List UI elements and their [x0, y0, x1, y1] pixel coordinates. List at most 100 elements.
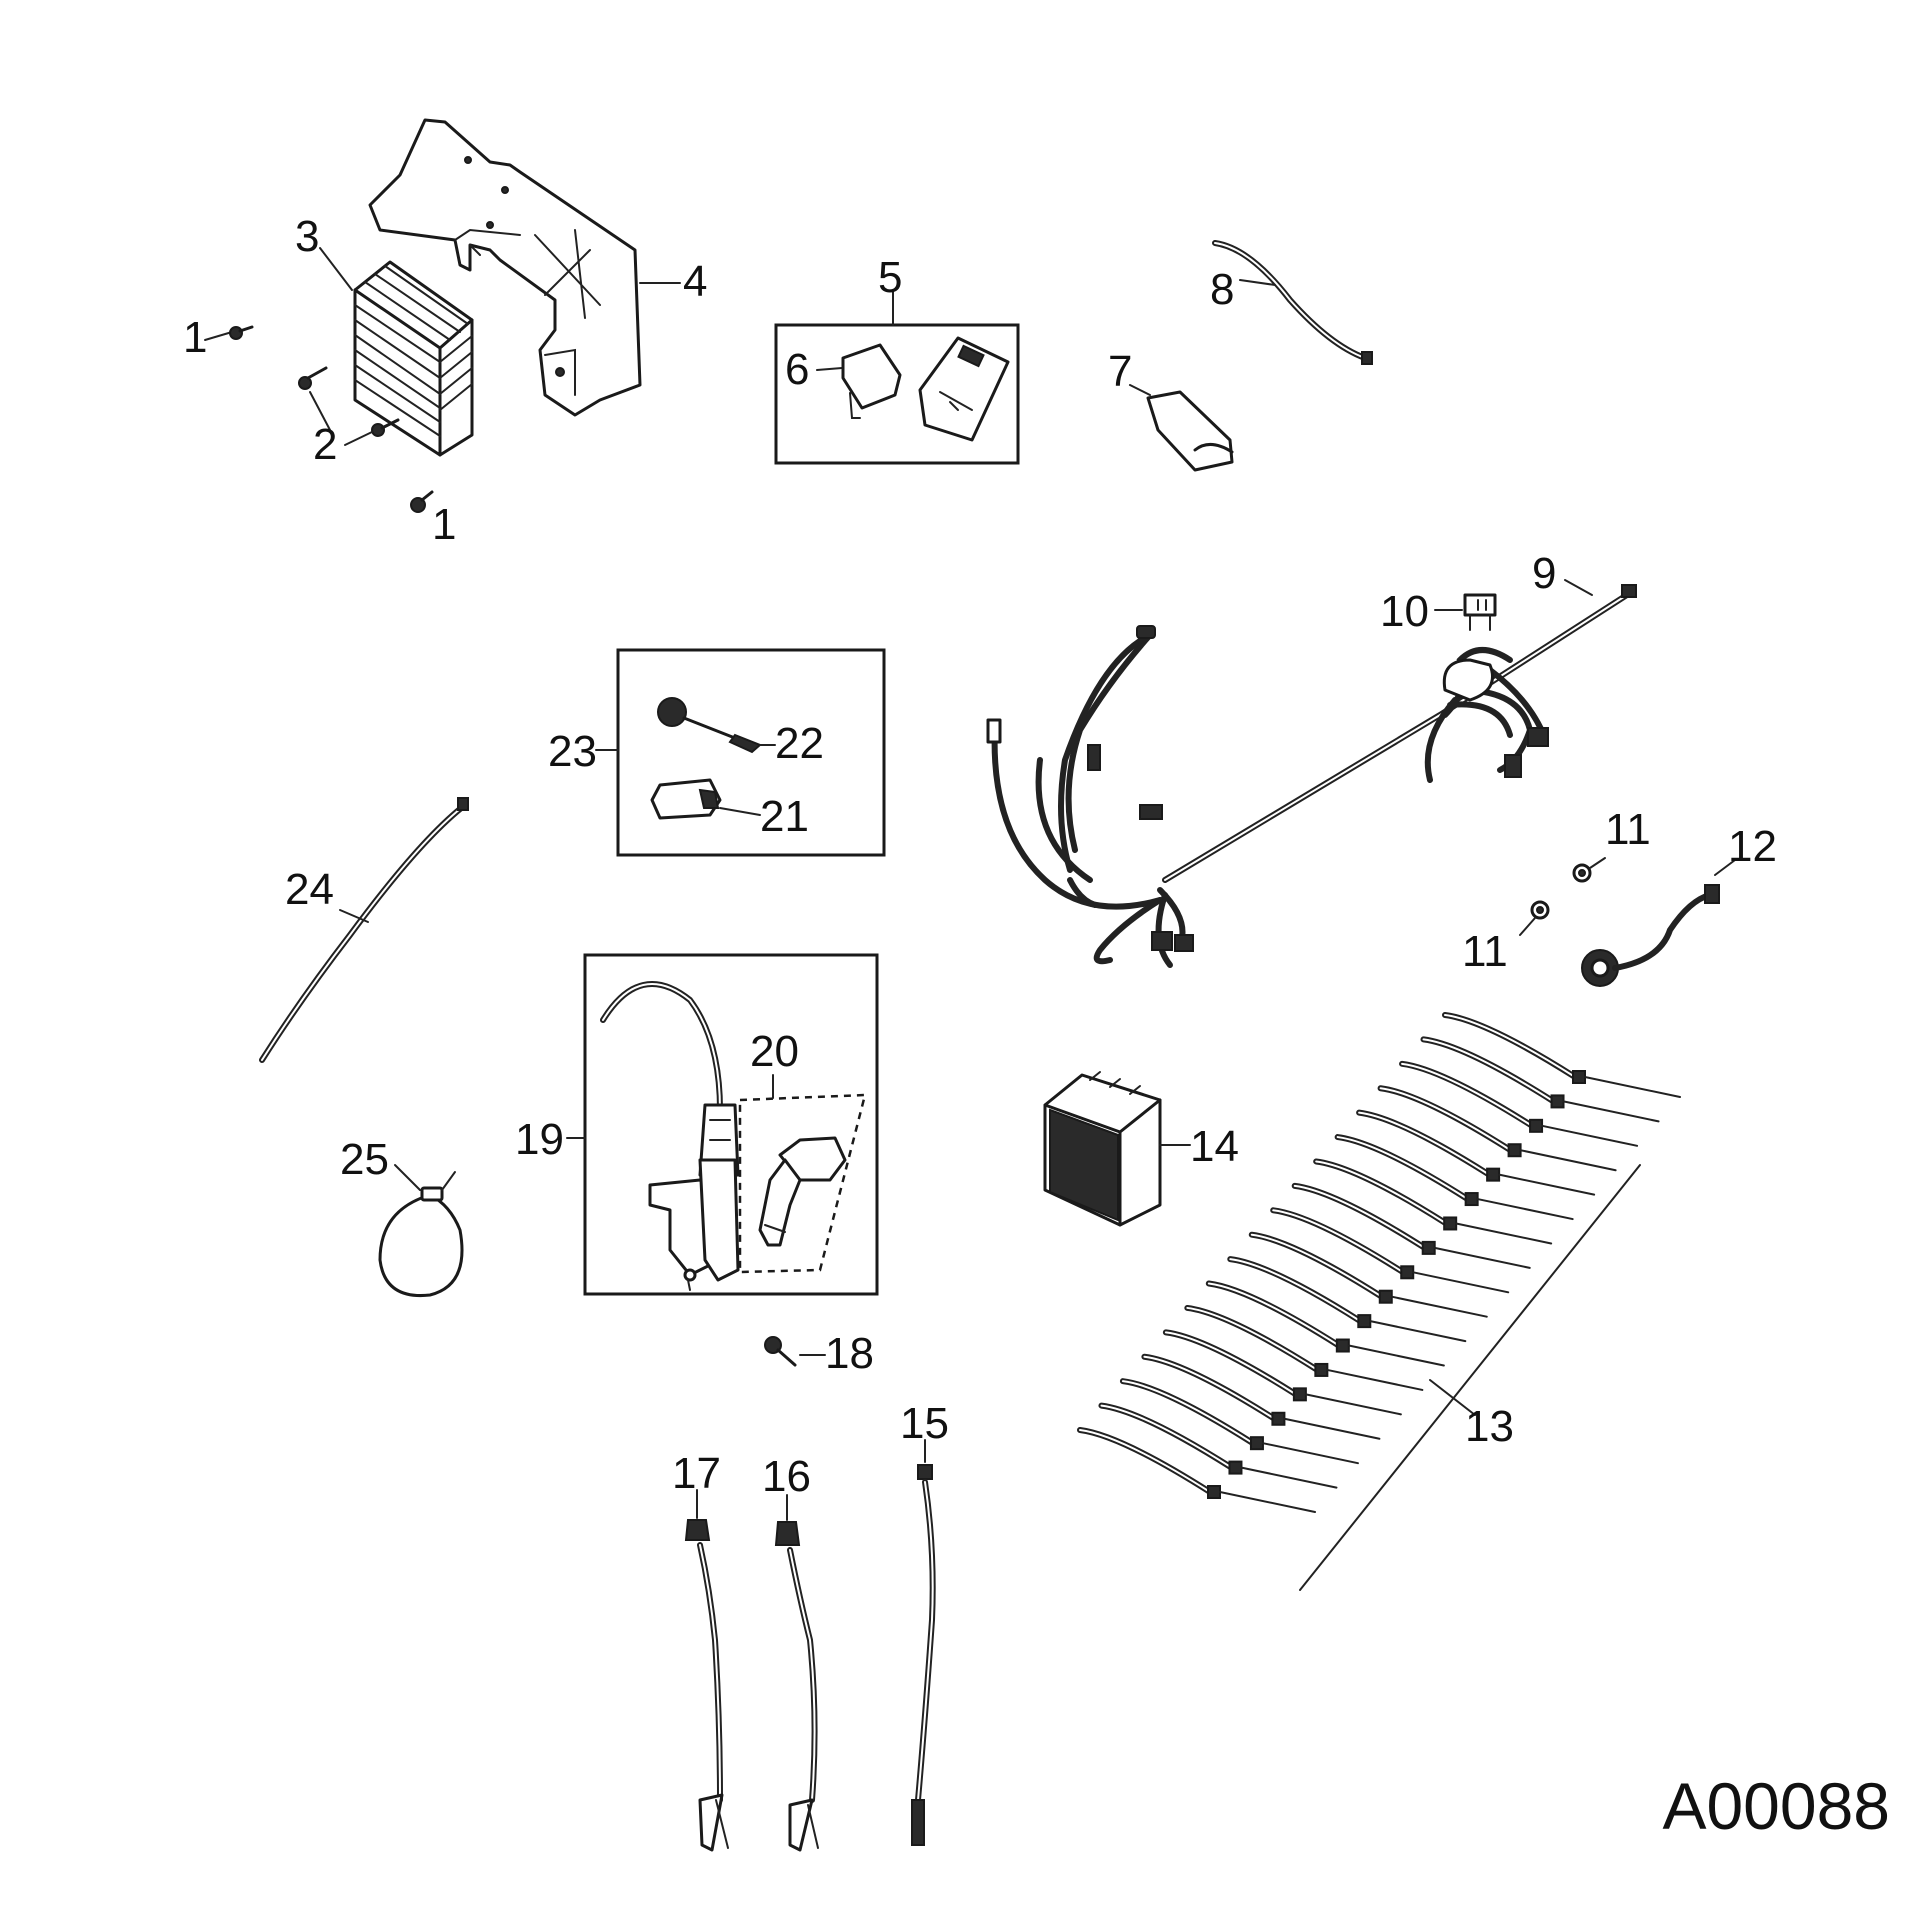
lead-wire-tag-line [1304, 1393, 1402, 1416]
lead-wire-strand [1119, 1378, 1256, 1447]
callout-17: 17 [672, 1449, 721, 1498]
lead-wire-strand-highlight [1207, 1282, 1340, 1347]
connector-cap-part [1129, 384, 1234, 472]
callout-24: 24 [285, 865, 334, 914]
lead-wire-terminal [1464, 1192, 1479, 1207]
leader-3 [319, 247, 353, 291]
lead-set-bracket-line [1299, 1164, 1641, 1591]
lead-wire-terminal [1529, 1118, 1544, 1133]
lead-wire-terminal [1400, 1265, 1415, 1280]
lead-wire-strand-highlight [1186, 1306, 1319, 1371]
lead-wire-strand-highlight [1336, 1136, 1469, 1201]
lead-wire-strand [1377, 1085, 1514, 1154]
nut-part-11b [1519, 900, 1550, 936]
lead-wire-tag-line [1433, 1246, 1531, 1269]
callout-7: 7 [1108, 347, 1133, 396]
leader-13 [1429, 1379, 1476, 1416]
callout-11a: 11 [1605, 805, 1651, 854]
callout-1b: 1 [432, 500, 457, 549]
lead-wire-strand-highlight [1121, 1380, 1254, 1445]
lead-wire-strand-highlight [1444, 1014, 1576, 1078]
lead-wire-terminal [1249, 1436, 1264, 1451]
lead-wire-part-16 [774, 1494, 819, 1852]
lead-wire-tag-line [1519, 1149, 1617, 1172]
main-wire-harness-part [986, 579, 1637, 968]
lead-wire-tag-line [1369, 1320, 1467, 1343]
lead-wire-strand [1313, 1158, 1450, 1227]
lead-wire-strand-highlight [1143, 1355, 1276, 1420]
callout-15: 15 [900, 1399, 949, 1448]
lead-wire-strand-highlight [1358, 1111, 1491, 1176]
callout-19: 19 [515, 1115, 564, 1164]
callout-1a: 1 [183, 313, 208, 362]
lead-wire-part-15 [911, 1439, 936, 1846]
lead-wire-strand-highlight [1079, 1429, 1211, 1493]
callout-10: 10 [1380, 587, 1429, 636]
lead-wire-terminal [1421, 1240, 1436, 1255]
lead-wire-strand-highlight [1272, 1209, 1405, 1274]
lead-wire-strand-highlight [1379, 1087, 1512, 1152]
lead-wire-terminal [1335, 1338, 1350, 1353]
lead-wire-strand [1248, 1231, 1385, 1300]
lead-wire-strand [1334, 1134, 1471, 1203]
lead-wire-terminal [1271, 1411, 1286, 1426]
lead-wire-set-part [1077, 1012, 1681, 1591]
ignition-coil-kit-box [566, 953, 879, 1296]
drawing-id-label: A00088 [1662, 1769, 1890, 1843]
callout-3: 3 [295, 212, 320, 261]
lead-wire-strand-highlight [1315, 1160, 1448, 1225]
callout-20: 20 [750, 1027, 799, 1076]
lead-wire-strand [1442, 1012, 1578, 1080]
lead-wire-strand [1291, 1182, 1428, 1251]
switch-part-12 [1581, 859, 1736, 987]
screw-part-1a [204, 325, 254, 341]
callout-4: 4 [683, 257, 708, 306]
bolt-part-18 [764, 1336, 826, 1367]
callout-18: 18 [825, 1329, 874, 1378]
lead-wire-strand-highlight [1401, 1062, 1534, 1127]
lead-wire-terminal [1228, 1460, 1243, 1475]
callout-21: 21 [760, 792, 809, 841]
lead-wire-strand [1356, 1109, 1493, 1178]
connector-part-10 [1434, 593, 1497, 631]
lead-wire-strand-highlight [1250, 1233, 1383, 1298]
lead-wire-tag-line [1498, 1173, 1596, 1196]
callout-25: 25 [340, 1135, 389, 1184]
lead-wire-strand [1420, 1036, 1557, 1105]
lead-wire-strand [1205, 1280, 1342, 1349]
callout-8: 8 [1210, 265, 1235, 314]
callout-11b: 11 [1462, 927, 1508, 976]
lead-wire-strand-highlight [1422, 1038, 1555, 1103]
callout-13: 13 [1465, 1402, 1514, 1451]
lead-wire-tag-line [1261, 1442, 1359, 1465]
callout-22: 22 [775, 719, 824, 768]
lead-wire-strand [1098, 1402, 1235, 1471]
lead-wire-tag-line [1455, 1222, 1553, 1245]
lead-wire-strand [1184, 1304, 1321, 1373]
lead-wire-terminal [1207, 1485, 1221, 1499]
lead-wire-tag-line [1541, 1124, 1639, 1147]
callout-9: 9 [1532, 549, 1557, 598]
lead-wire-terminal [1292, 1387, 1307, 1402]
lead-wire-strand-highlight [1293, 1184, 1426, 1249]
lead-wire-tag-line [1240, 1466, 1338, 1489]
lead-wire-strand [1141, 1353, 1278, 1422]
lead-wire-tag-line [1412, 1271, 1510, 1294]
lead-wire-part-8 [1212, 240, 1373, 365]
nut-part-11a [1572, 857, 1606, 883]
callout-14: 14 [1190, 1122, 1239, 1171]
long-wire-part-24 [259, 797, 469, 1063]
screw-part-2b [344, 418, 400, 446]
lead-wire-terminal [1378, 1289, 1393, 1304]
lead-wire-terminal [1486, 1167, 1501, 1182]
lead-wire-strand [1162, 1329, 1299, 1398]
lead-wire-tag-line [1562, 1100, 1660, 1123]
lead-wire-terminal [1314, 1362, 1329, 1377]
lead-wire-strand-highlight [1100, 1404, 1233, 1469]
lead-wire-terminal [1507, 1143, 1522, 1158]
callout-5: 5 [878, 253, 903, 302]
lead-wire-terminal [1443, 1216, 1458, 1231]
lead-wire-tag-line [1476, 1198, 1574, 1221]
